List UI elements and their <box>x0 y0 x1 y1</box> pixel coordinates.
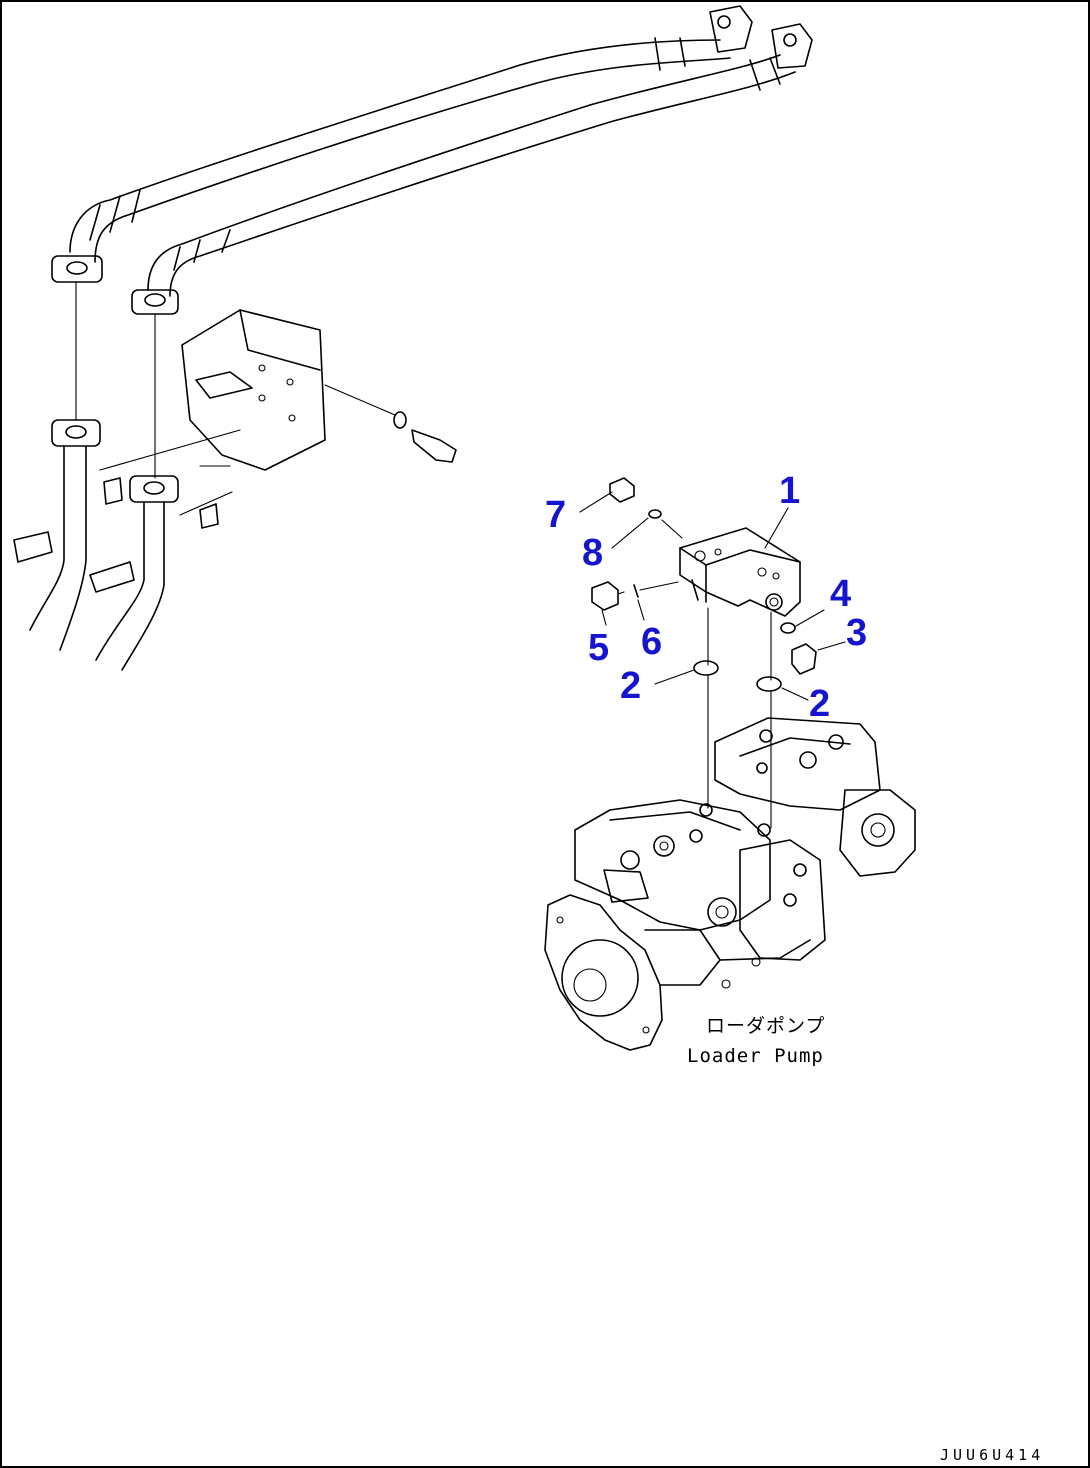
callout-1: 1 <box>779 470 800 512</box>
small-parts <box>591 477 817 829</box>
callout-3: 3 <box>846 612 867 654</box>
callout-4: 4 <box>830 573 851 615</box>
callout-2-right: 2 <box>809 683 830 725</box>
callouts: 1 2 2 3 4 5 6 7 8 <box>545 470 867 725</box>
pump-label-english: Loader Pump <box>687 1045 824 1067</box>
valve-block <box>679 527 801 681</box>
loader-pump <box>544 717 916 1051</box>
pump-label: ローダポンプ Loader Pump <box>687 1015 825 1067</box>
callout-2-left: 2 <box>620 665 641 707</box>
pump-label-japanese: ローダポンプ <box>706 1015 825 1037</box>
lower-tubes <box>13 419 241 671</box>
callout-6: 6 <box>641 621 662 663</box>
leader-lines <box>579 491 846 701</box>
hose-assembly <box>51 5 813 479</box>
callout-5: 5 <box>588 627 609 669</box>
drawing-id: JUU6U414 <box>940 1446 1044 1464</box>
mounting-bracket <box>181 309 457 471</box>
callout-8: 8 <box>582 532 603 574</box>
callout-7: 7 <box>545 494 566 536</box>
